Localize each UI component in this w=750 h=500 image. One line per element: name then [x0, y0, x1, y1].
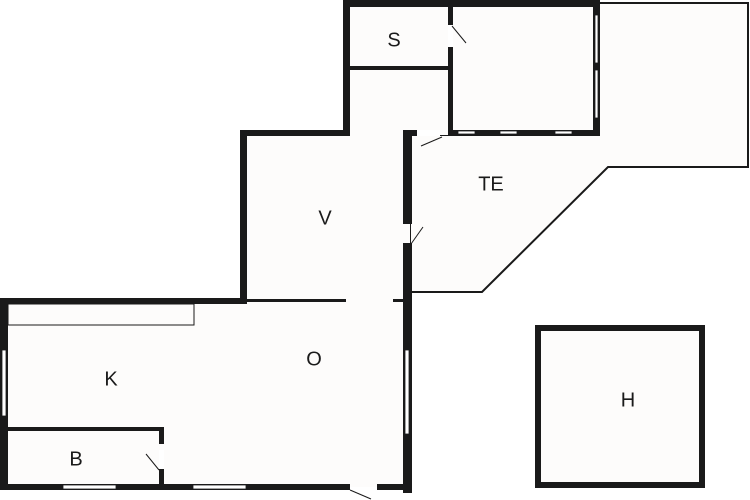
door-s	[448, 25, 467, 47]
kitchen-counter	[7, 303, 195, 326]
room-label-s: S	[387, 29, 400, 51]
room-label-b: B	[69, 448, 82, 470]
lower-windows	[1, 349, 410, 490]
room-label-k: K	[104, 368, 118, 390]
door-v-terrace	[410, 226, 424, 245]
outbuilding-h	[535, 325, 705, 488]
room-label-o: O	[306, 348, 322, 370]
floor-fills	[3, 3, 598, 487]
upper-windows	[457, 14, 599, 135]
room-label-h: H	[621, 389, 635, 411]
door-bathroom	[145, 450, 164, 471]
room-label-te: TE	[478, 173, 504, 195]
door-terrace-top	[417, 130, 443, 147]
room-label-v: V	[318, 207, 332, 229]
door-front	[349, 489, 372, 500]
